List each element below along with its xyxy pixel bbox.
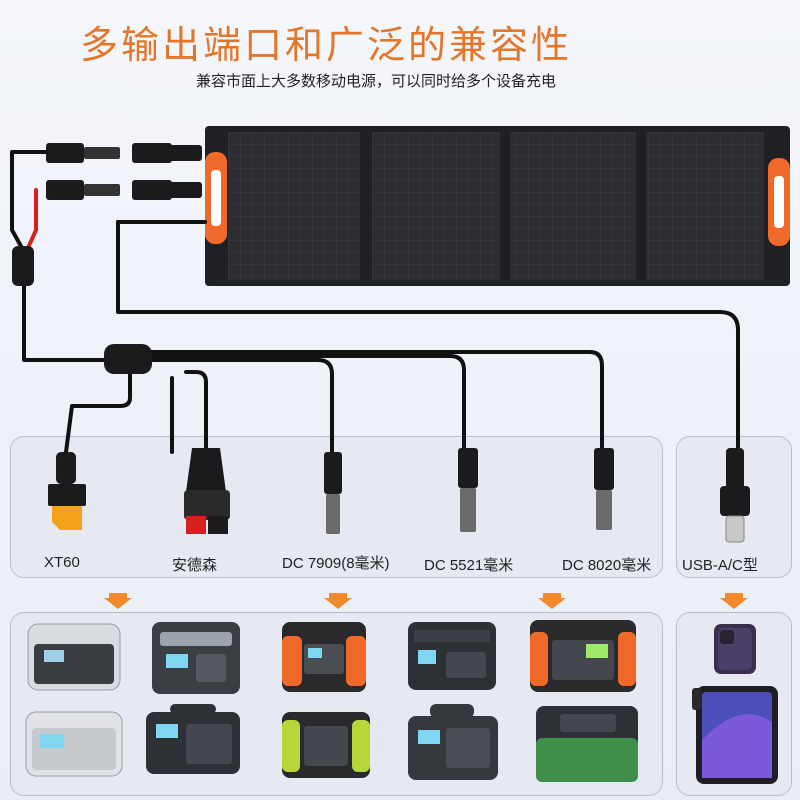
- arrow-down-icon: [104, 593, 132, 609]
- xt60-connector-icon: [48, 452, 86, 530]
- page-title: 多输出端口和广泛的兼容性: [80, 23, 573, 67]
- cables: [10, 150, 740, 454]
- connector-label-dc8020: DC 8020毫米: [562, 557, 652, 574]
- tablet-device: [692, 686, 778, 784]
- power-station: [152, 622, 240, 694]
- connector-label-dc5521: DC 5521毫米: [424, 557, 514, 574]
- smartphone-device: [714, 624, 756, 674]
- arrow-down-icon: [720, 593, 748, 609]
- dc8020-plug-icon: [594, 448, 614, 530]
- solar-panel: [205, 126, 790, 286]
- connector-label-xt60: XT60: [44, 554, 80, 571]
- mc4-connectors: [46, 143, 202, 200]
- power-station-grid: [25, 620, 638, 782]
- anderson-connector-icon: [184, 448, 230, 534]
- page-subtitle: 兼容市面上大多数移动电源，可以同时给多个设备充电: [196, 72, 557, 90]
- power-station: [146, 704, 240, 774]
- power-station: [530, 620, 636, 692]
- power-station: [408, 704, 498, 780]
- power-station: [25, 711, 123, 777]
- power-station: [408, 622, 496, 690]
- connector-label-anderson: 安德森: [172, 557, 218, 574]
- connector-label-dc7909: DC 7909(8毫米): [282, 555, 390, 572]
- cable-splitters: [12, 246, 152, 374]
- arrow-down-icon: [538, 593, 566, 609]
- dc5521-plug-icon: [458, 448, 478, 532]
- usb-c-plug-icon: [720, 448, 750, 543]
- dc7909-plug-icon: [324, 452, 342, 534]
- power-station: [536, 706, 638, 782]
- connector-label-usb: USB-A/C型: [682, 557, 758, 574]
- power-station: [282, 622, 366, 692]
- arrow-down-icon: [324, 593, 352, 609]
- power-station: [282, 712, 370, 778]
- power-station: [27, 623, 121, 691]
